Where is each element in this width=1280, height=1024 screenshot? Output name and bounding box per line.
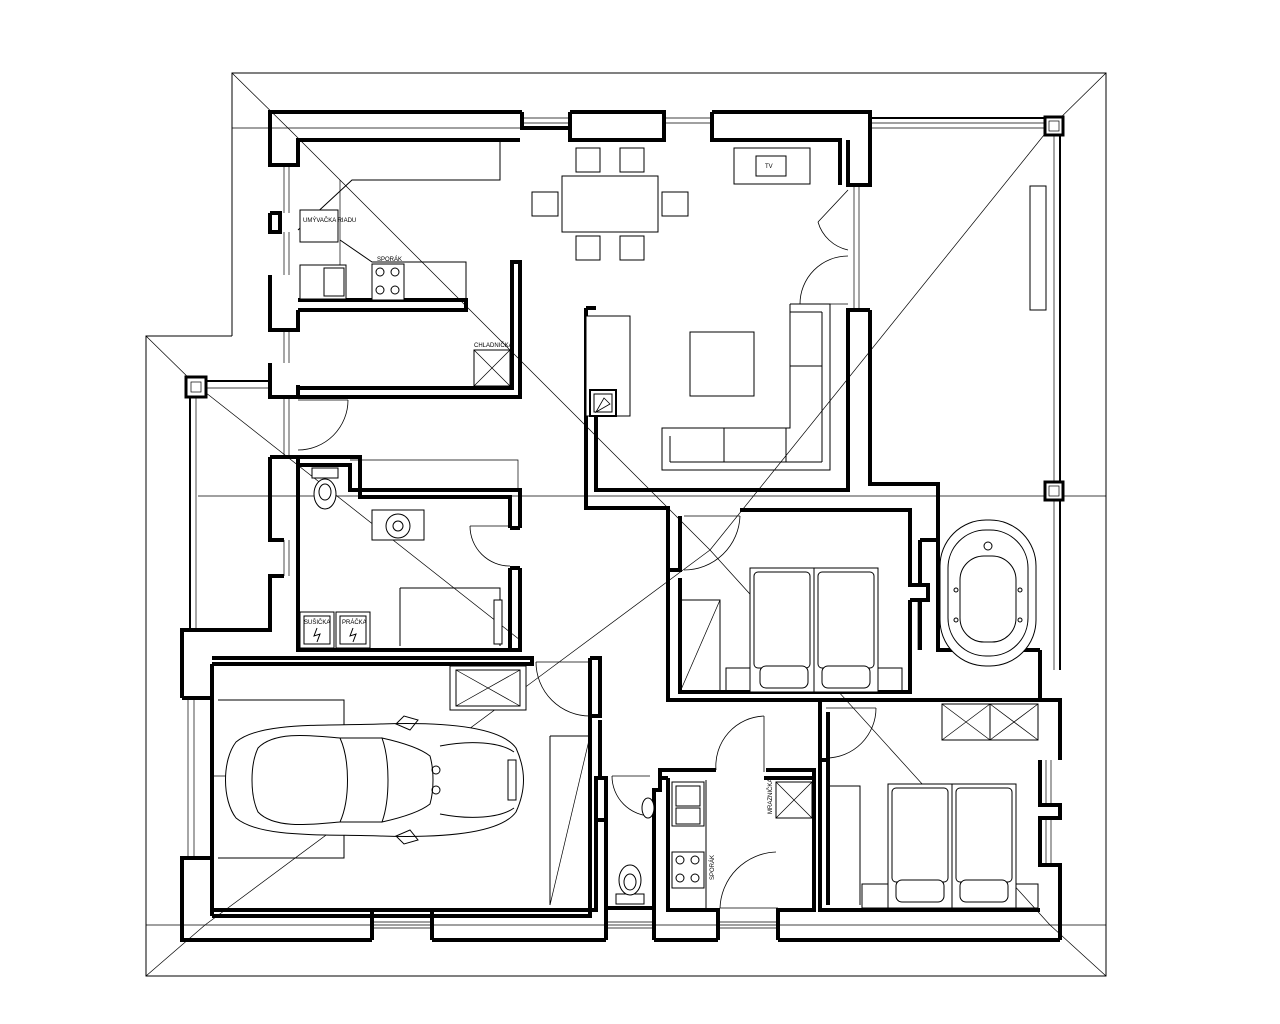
chair [575,147,601,173]
dishwasher [299,209,339,243]
tv-stand [733,147,811,185]
doors [297,189,877,909]
chair [619,235,645,261]
toilet [313,478,337,510]
washbasin [641,797,655,819]
terrace-bench [1029,185,1047,311]
pillow [759,665,809,689]
dining-table [561,175,659,233]
bedroom-1 [679,567,903,693]
kitchenette: SPORÁK MRAZNIČKA [671,779,813,908]
kitchen: UMÝVAČKA RIADU SPORÁK CHLADNIČKA [297,139,513,387]
pillow [895,879,945,903]
kitchen-sink [299,264,347,300]
chair [661,191,689,217]
dryer-label: SUŠIČKA [304,619,330,626]
chair [575,235,601,261]
washer [335,611,371,649]
car [212,699,524,859]
coffee-table [689,331,755,397]
chair [619,147,645,173]
column [1043,480,1065,502]
living-room: TV [531,147,831,471]
column [184,375,208,399]
bathroom-laundry: SUŠIČKA PRÁČKA [299,459,519,649]
freezer-label: MRAZNIČKA [767,779,774,814]
chair [531,191,559,217]
bathroom-2 [615,797,655,905]
windows [187,117,1052,929]
fridge-label: CHLADNIČKA [474,342,513,349]
column [1043,115,1065,137]
garage [212,665,591,906]
washbasin [385,513,411,539]
toilet [618,864,642,896]
washer-label: PRÁČKA [342,619,367,626]
terrace [184,115,1065,670]
dryer [299,611,335,649]
pillow [821,665,871,689]
stove [671,851,705,889]
bedroom-2 [828,703,1039,909]
dishwasher-label: UMÝVAČKA RIADU [303,217,356,224]
stove-label: SPORÁK [377,256,402,263]
stove-label-small: SPORÁK [709,855,716,880]
tv-label: TV [765,164,773,170]
pillow [959,879,1009,903]
roof-outline [145,72,1107,977]
sink [671,781,705,827]
bathtub [939,519,1037,667]
toilet-tank [311,467,339,479]
